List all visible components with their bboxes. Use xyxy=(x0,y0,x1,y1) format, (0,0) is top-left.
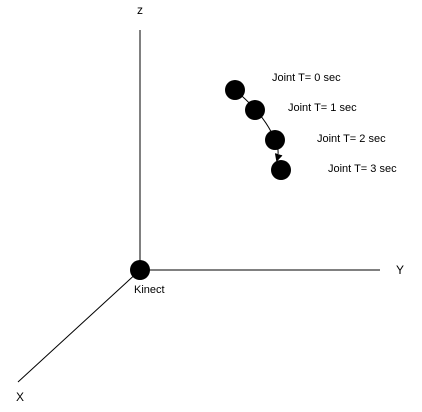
joint-label-t1: Joint T= 1 sec xyxy=(288,102,357,114)
joint-dot-t3 xyxy=(271,160,291,180)
x-axis-label: X xyxy=(16,390,24,404)
joint-label-t0: Joint T= 0 sec xyxy=(272,72,341,84)
kinect-label: Kinect xyxy=(134,284,165,296)
joint-dot-t1 xyxy=(245,100,265,120)
x-axis xyxy=(17,269,141,383)
y-axis-label: Y xyxy=(396,263,404,277)
joint-dot-t2 xyxy=(265,130,285,150)
joint-label-t3: Joint T= 3 sec xyxy=(328,163,397,175)
z-axis-label: z xyxy=(137,3,143,17)
kinect-origin-dot xyxy=(130,260,150,280)
joint-label-t2: Joint T= 2 sec xyxy=(317,133,386,145)
joint-dot-t0 xyxy=(225,80,245,100)
